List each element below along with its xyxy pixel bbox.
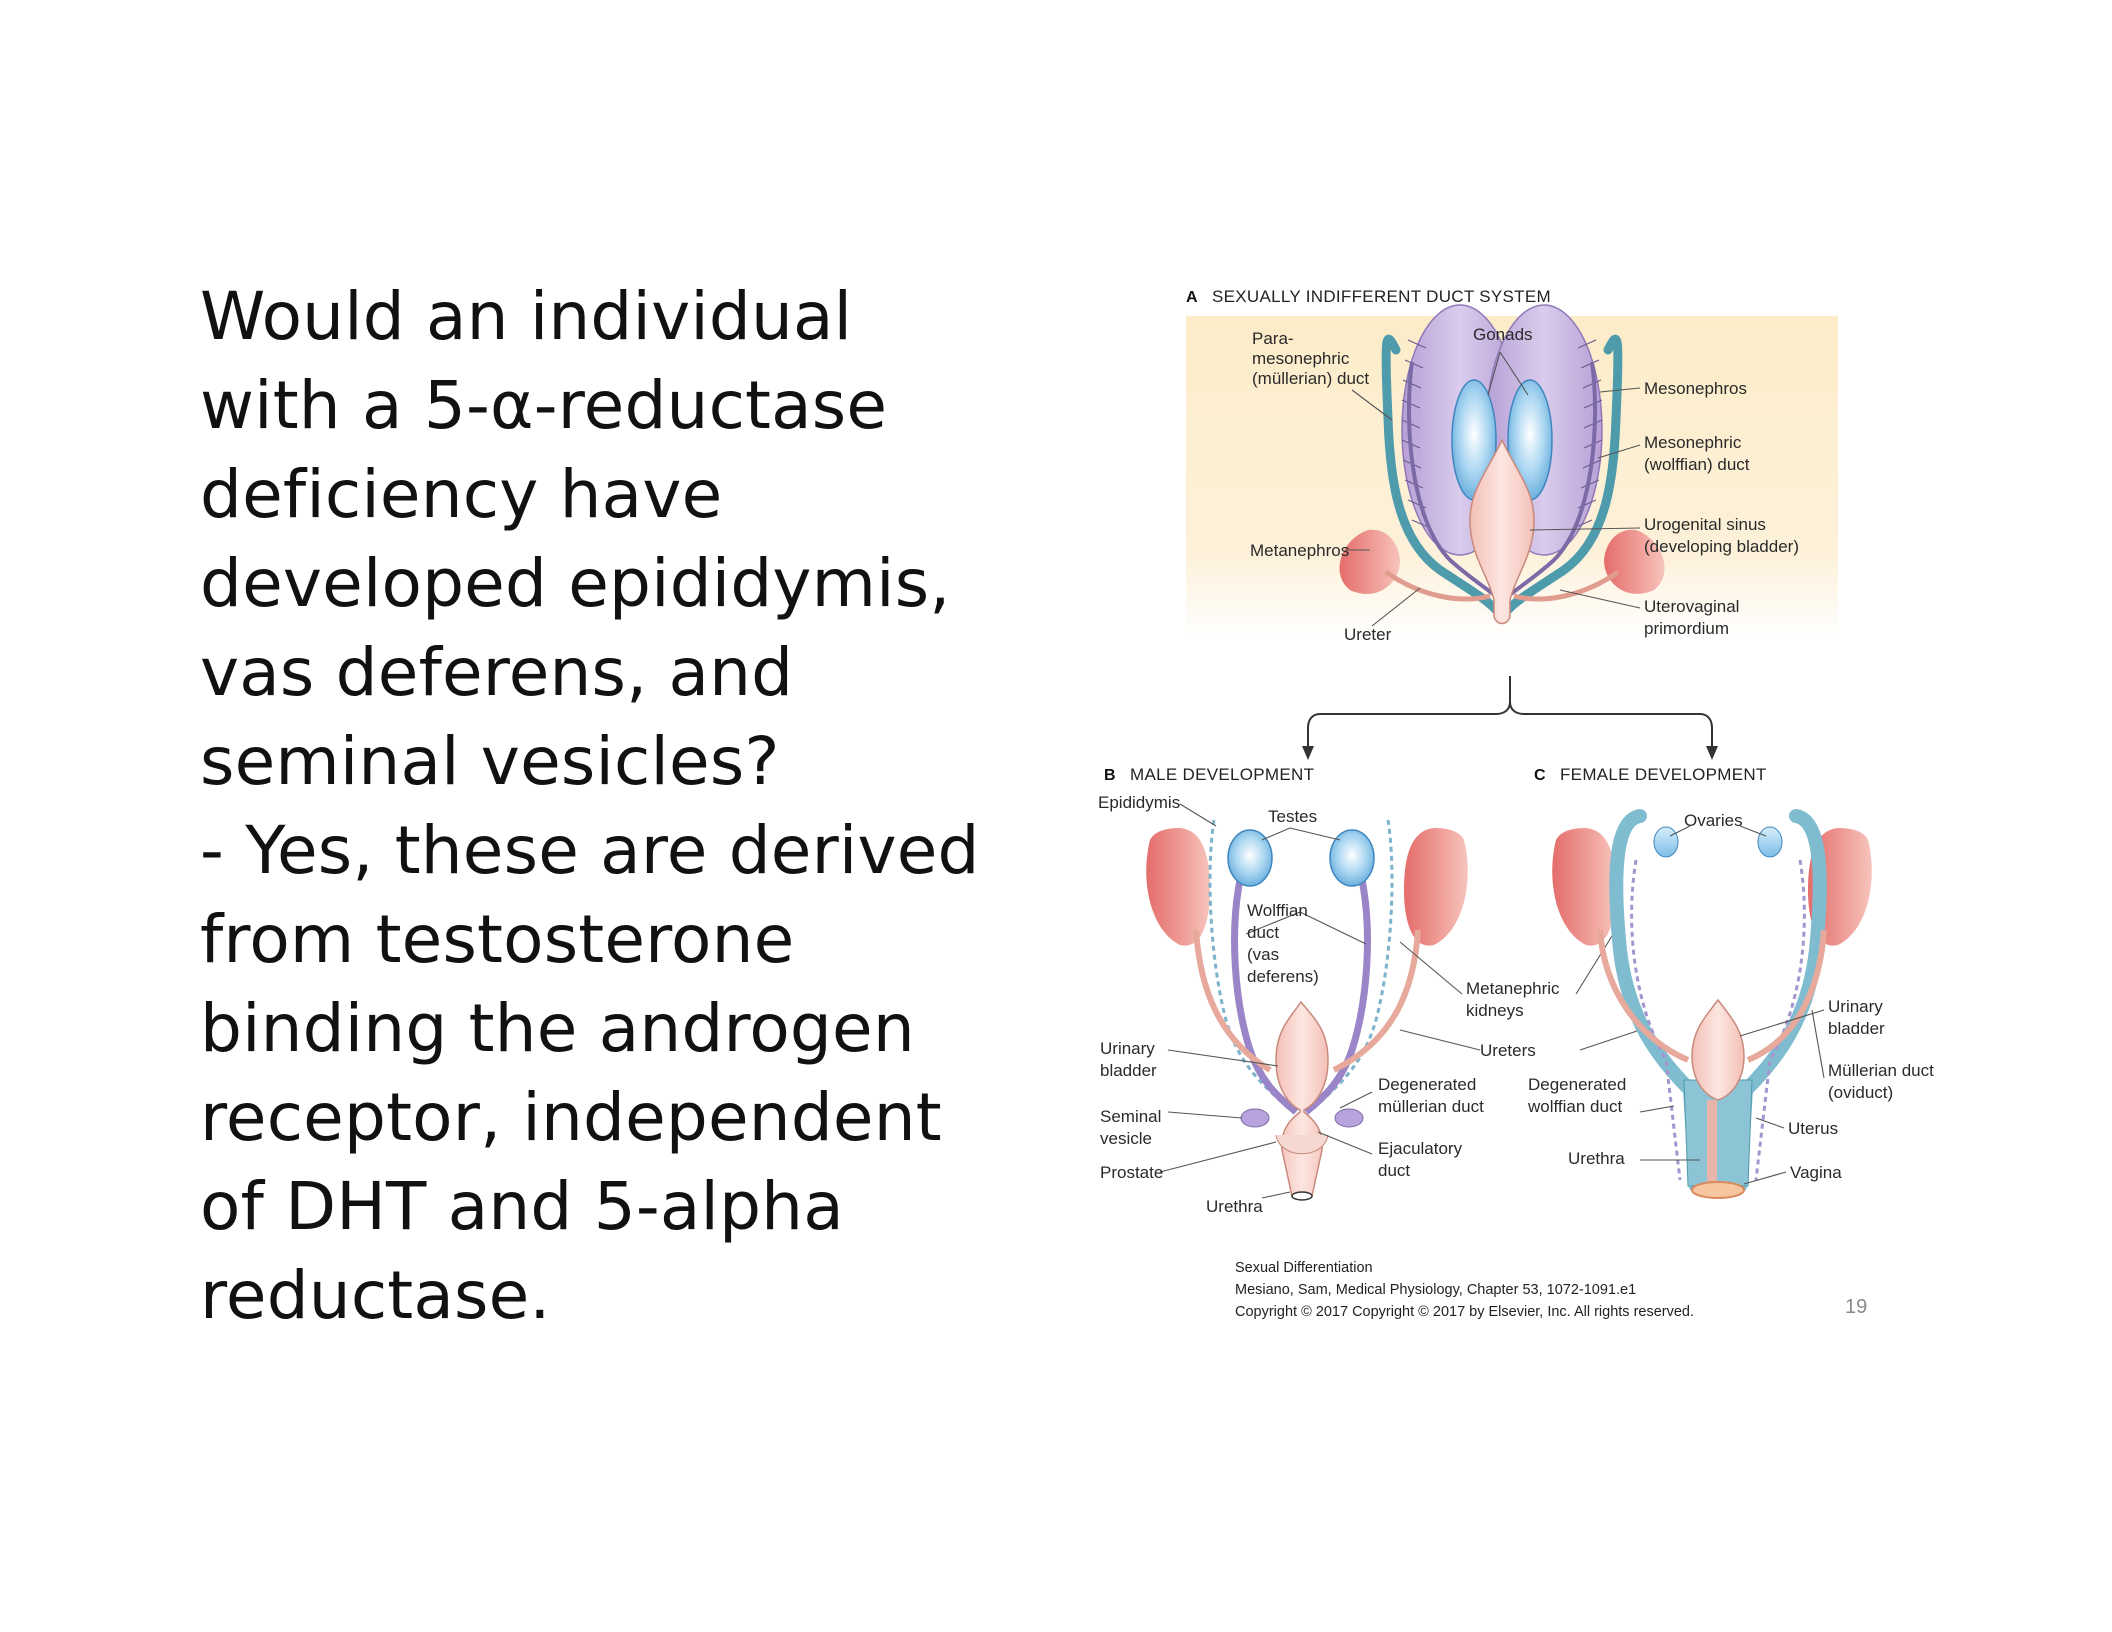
label-urinary-bladder-female-2: bladder [1828, 1019, 1885, 1038]
label-metanephros: Metanephros [1250, 541, 1349, 560]
label-ureter: Ureter [1344, 625, 1392, 644]
citation-line-2: Mesiano, Sam, Medical Physiology, Chapte… [1235, 1282, 1637, 1298]
label-urethra-male: Urethra [1206, 1197, 1263, 1216]
label-uterus: Uterus [1788, 1119, 1838, 1138]
ureter-male-left [1193, 929, 1272, 1073]
panel-b-leaders [1159, 803, 1373, 1199]
label-epididymis: Epididymis [1098, 793, 1180, 812]
panel-a: A SEXUALLY INDIFFERENT DUCT SYSTEM [1186, 287, 1838, 644]
panel-c-letter: C [1534, 767, 1546, 784]
label-para-2: mesonephric [1252, 349, 1350, 368]
label-wolffian-1: Wolffian [1247, 901, 1308, 920]
panel-c: C FEMALE DEVELOPMENT [1527, 765, 1934, 1199]
label-seminal-1: Seminal [1100, 1107, 1161, 1126]
label-vagina: Vagina [1790, 1163, 1842, 1182]
label-urinary-bladder-male-1: Urinary [1100, 1039, 1155, 1058]
kidney-female-left [1552, 828, 1616, 946]
label-uterovaginal-2: primordium [1644, 619, 1729, 638]
label-urethra-female: Urethra [1568, 1149, 1625, 1168]
ovary-right [1757, 826, 1783, 858]
panel-c-leaders [1639, 825, 1825, 1185]
ovary-left [1653, 826, 1679, 858]
vagina-opening [1691, 1181, 1745, 1199]
urogenital-sinus [1469, 438, 1535, 625]
label-degen-mullerian-2: müllerian duct [1378, 1097, 1484, 1116]
label-uterovaginal-1: Uterovaginal [1644, 597, 1739, 616]
panel-b-letter: B [1104, 767, 1116, 784]
ureter-left [1384, 569, 1491, 602]
mullerian-duct-left [1609, 809, 1703, 1193]
seminal-vesicle-left [1240, 1108, 1270, 1128]
label-urogenital-1: Urogenital sinus [1644, 515, 1766, 534]
paramesonephric-duct-right [1501, 334, 1623, 617]
panel-b: B MALE DEVELOPMENT [1098, 765, 1484, 1216]
shared-labels: Metanephric kidneys Ureters [1399, 935, 1641, 1060]
prostate [1275, 1134, 1329, 1155]
label-degen-wolffian-2: wolffian duct [1527, 1097, 1622, 1116]
question-text: Would an individual with a 5-α-reductase… [200, 278, 980, 1334]
ureter-male-right [1332, 929, 1421, 1073]
citation-line-1: Sexual Differentiation [1235, 1260, 1373, 1276]
degenerated-wolffian-left [1630, 859, 1682, 1181]
label-degen-wolffian-1: Degenerated [1528, 1075, 1626, 1094]
kidney-male-left [1146, 828, 1210, 946]
label-mullerian-duct-1: Müllerian duct [1828, 1061, 1934, 1080]
label-mesonephros: Mesonephros [1644, 379, 1747, 398]
testis-right [1329, 829, 1375, 887]
label-ejaculatory-2: duct [1378, 1161, 1410, 1180]
label-mesonephric-2: (wolffian) duct [1644, 455, 1750, 474]
label-ureters: Ureters [1480, 1041, 1536, 1060]
paramesonephric-duct-left [1381, 334, 1503, 617]
metanephros-left [1339, 529, 1400, 594]
panel-a-leaders [1346, 351, 1641, 627]
branch-arrows [1302, 676, 1718, 760]
label-mesonephric-1: Mesonephric [1644, 433, 1742, 452]
label-urogenital-2: (developing bladder) [1644, 537, 1799, 556]
urethra-opening-male [1291, 1191, 1313, 1201]
label-metanephric-2: kidneys [1466, 1001, 1524, 1020]
label-ejaculatory-1: Ejaculatory [1378, 1139, 1463, 1158]
label-mullerian-duct-2: (oviduct) [1828, 1083, 1893, 1102]
kidney-male-right [1404, 828, 1468, 946]
label-prostate: Prostate [1100, 1163, 1163, 1182]
panel-c-title: FEMALE DEVELOPMENT [1560, 765, 1767, 784]
label-metanephric-1: Metanephric [1466, 979, 1560, 998]
panel-a-letter: A [1186, 289, 1198, 306]
label-gonads: Gonads [1473, 325, 1533, 344]
label-ovaries: Ovaries [1684, 811, 1743, 830]
citation: Sexual Differentiation Mesiano, Sam, Med… [1235, 1257, 1694, 1323]
wolffian-duct-right [1303, 879, 1371, 1115]
panel-a-title: SEXUALLY INDIFFERENT DUCT SYSTEM [1212, 287, 1551, 306]
label-para-3: (müllerian) duct [1252, 369, 1369, 388]
label-seminal-2: vesicle [1100, 1129, 1152, 1148]
label-urinary-bladder-male-2: bladder [1100, 1061, 1157, 1080]
label-wolffian-3: (vas [1247, 945, 1279, 964]
page-number: 19 [1845, 1296, 1868, 1318]
wolffian-duct-left [1231, 879, 1299, 1115]
ureter-female-right [1746, 929, 1827, 1063]
mesonephric-duct-left [1406, 361, 1502, 602]
metanephros-right [1604, 529, 1665, 594]
ureter-right [1513, 569, 1620, 602]
seminal-vesicle-right [1334, 1108, 1364, 1128]
mesonephric-duct-right [1502, 361, 1598, 602]
label-degen-mullerian-1: Degenerated [1378, 1075, 1476, 1094]
ureter-female-left [1597, 929, 1690, 1063]
label-urinary-bladder-female-1: Urinary [1828, 997, 1883, 1016]
label-para-1: Para- [1252, 329, 1294, 348]
label-wolffian-4: deferens) [1247, 967, 1319, 986]
label-testes: Testes [1268, 807, 1317, 826]
citation-line-3: Copyright © 2017 Copyright © 2017 by Els… [1235, 1304, 1695, 1320]
testis-left [1227, 829, 1273, 887]
degenerated-wolffian-right [1754, 859, 1806, 1181]
bladder-female [1691, 998, 1745, 1101]
label-wolffian-2: duct [1247, 923, 1279, 942]
panel-b-title: MALE DEVELOPMENT [1130, 765, 1314, 784]
